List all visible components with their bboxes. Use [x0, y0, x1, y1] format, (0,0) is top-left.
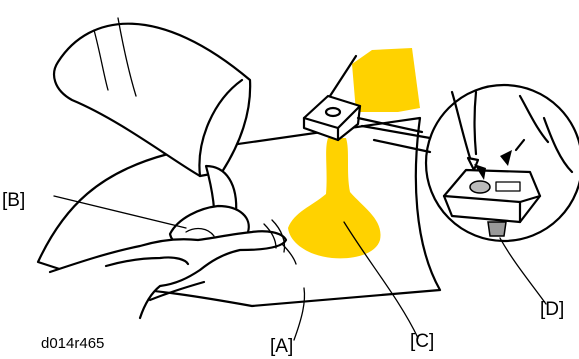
leader-line-d: [500, 238, 546, 304]
callout-a: [A]: [270, 336, 293, 357]
callout-c: [C]: [410, 331, 434, 352]
callout-d: [D]: [540, 299, 564, 320]
figure-id: d014r465: [41, 335, 104, 352]
callout-b: [B]: [2, 190, 25, 211]
yellow-spray-stream: [352, 48, 420, 112]
tip-stem: [488, 222, 506, 236]
tip-unit-magnified: [444, 170, 540, 222]
tip-unit-magnified-hole: [470, 181, 490, 193]
tip-handle: [330, 56, 356, 96]
